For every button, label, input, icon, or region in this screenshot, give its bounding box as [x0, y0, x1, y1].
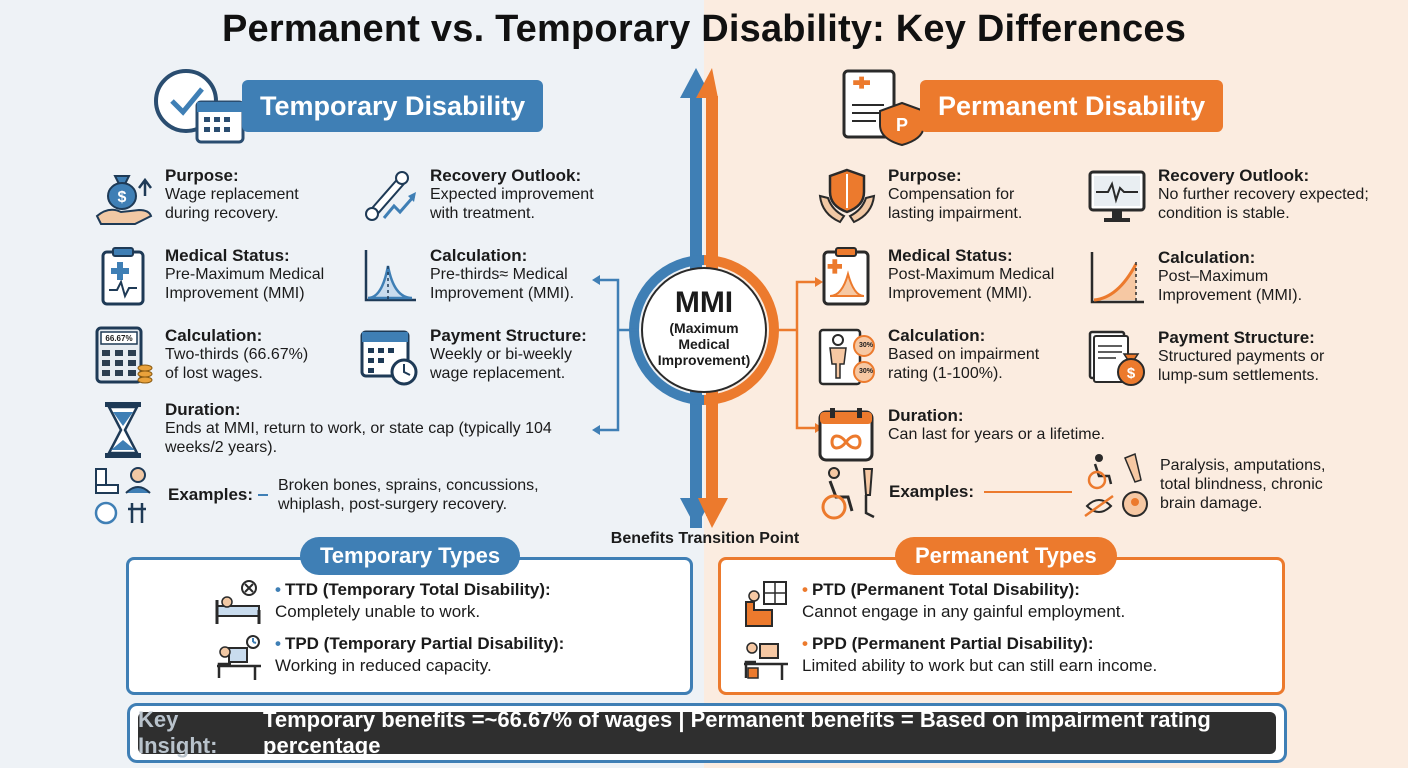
bed-patient-icon [215, 580, 261, 624]
calculator-icon [95, 326, 153, 384]
temporary-types-box [126, 557, 693, 695]
disability-types-icon [1084, 452, 1148, 518]
ppd-row: •PPD (Permanent Partial Disability):Limi… [742, 634, 1157, 682]
perm-examples-label: Examples: [889, 482, 975, 501]
perm-examples-line [984, 491, 1072, 493]
body-rating-icon [818, 328, 875, 386]
clock-calendar-icon [154, 69, 245, 144]
calculator-badge: 66.67% [105, 334, 133, 343]
injury-examples-icon [94, 467, 151, 525]
ttd-row: •TTD (Temporary Total Disability):Comple… [215, 580, 551, 628]
monitor-heartbeat-icon [1088, 170, 1146, 222]
temp-examples-label: Examples: [168, 485, 254, 504]
perm-medical-status-item: Medical Status:Post-Maximum Medical Impr… [818, 246, 1068, 306]
desk-person-icon [744, 642, 788, 680]
calendar-clock-icon [360, 330, 418, 386]
mmi-label: MMI [674, 286, 734, 319]
svg-text:P: P [896, 115, 908, 135]
temp-examples-text: Broken bones, sprains, concussions, whip… [278, 477, 539, 513]
rating-badge-bottom: 30% [858, 368, 873, 375]
perm-calculation-curve-item: Calculation:Post–Maximum Improvement (MM… [1088, 248, 1323, 308]
transition-label: Benefits Transition Point [610, 530, 800, 547]
money-documents-icon: $ [1088, 330, 1145, 386]
temp-medical-status-item: Medical Status:Pre-Maximum Medical Impro… [95, 246, 340, 306]
temp-recovery-item: Recovery Outlook:Expected improvement wi… [360, 166, 605, 226]
desk-worker-icon [217, 635, 261, 680]
orange-arrow-up [696, 68, 728, 98]
mmi-full-label: (Maximum Medical Improvement) [657, 320, 751, 368]
temp-calculation-curve-item: Calculation:Pre-thirds≈ Medical Improvem… [360, 246, 590, 306]
wheelchair-prosthetic-icon [821, 467, 875, 520]
permanent-types-tab: Permanent Types [895, 537, 1117, 575]
temp-purpose-item: $ Purpose:Wage replacement during recove… [95, 166, 315, 226]
tpd-row: •TPD (Temporary Partial Disability):Work… [215, 634, 564, 682]
clipboard-medical-icon [101, 247, 145, 306]
perm-payment-item: $ Payment Structure:Structured payments … [1088, 328, 1348, 388]
temporary-header: Temporary Disability [242, 80, 544, 132]
armchair-window-icon [745, 581, 787, 627]
document-shield-icon: P [842, 69, 925, 147]
perm-recovery-item: Recovery Outlook:No further recovery exp… [1088, 166, 1383, 226]
temp-calculation-item: 66.67% Calculation:Two-thirds (66.67%) o… [95, 326, 325, 386]
money-bag-hand-icon: $ [95, 175, 153, 225]
perm-calculation-item: 30% 30% Calculation:Based on impairment … [818, 326, 1058, 386]
bell-curve-icon [364, 250, 416, 302]
shield-hands-icon [818, 168, 876, 224]
rating-badge-top: 30% [858, 342, 873, 349]
key-insight-label: Key Insight: [138, 707, 218, 758]
svg-text:$: $ [118, 189, 127, 206]
svg-text:$: $ [1127, 365, 1136, 382]
permanent-types-box [718, 557, 1285, 695]
rising-curve-icon [1090, 252, 1144, 304]
hourglass-icon [105, 402, 141, 458]
perm-examples-text: Paralysis, amputations, total blindness,… [1160, 457, 1326, 512]
left-connector [592, 275, 638, 435]
ptd-row: •PTD (Permanent Total Disability):Cannot… [742, 580, 1125, 628]
clipboard-chart-icon [822, 247, 870, 306]
temp-payment-item: Payment Structure:Weekly or bi-weekly wa… [360, 326, 590, 386]
temp-examples-dash [258, 494, 268, 496]
permanent-header: Permanent Disability [920, 80, 1224, 132]
perm-duration-item: Duration:Can last for years or a lifetim… [818, 406, 1128, 466]
temp-duration-item: Duration:Ends at MMI, return to work, or… [95, 400, 555, 460]
page-title: Permanent vs. Temporary Disability: Key … [221, 8, 1187, 50]
calendar-infinity-icon [818, 408, 874, 462]
perm-purpose-item: Purpose:Compensation for lasting impairm… [818, 166, 1048, 226]
key-insight-text: Temporary benefits =~66.67% of wages | P… [263, 707, 1211, 758]
orange-arrow-down [698, 498, 728, 528]
temporary-types-tab: Temporary Types [300, 537, 521, 575]
bone-recovery-icon [365, 171, 416, 221]
key-insight-banner: Key Insight: Temporary benefits =~66.67%… [127, 703, 1287, 763]
